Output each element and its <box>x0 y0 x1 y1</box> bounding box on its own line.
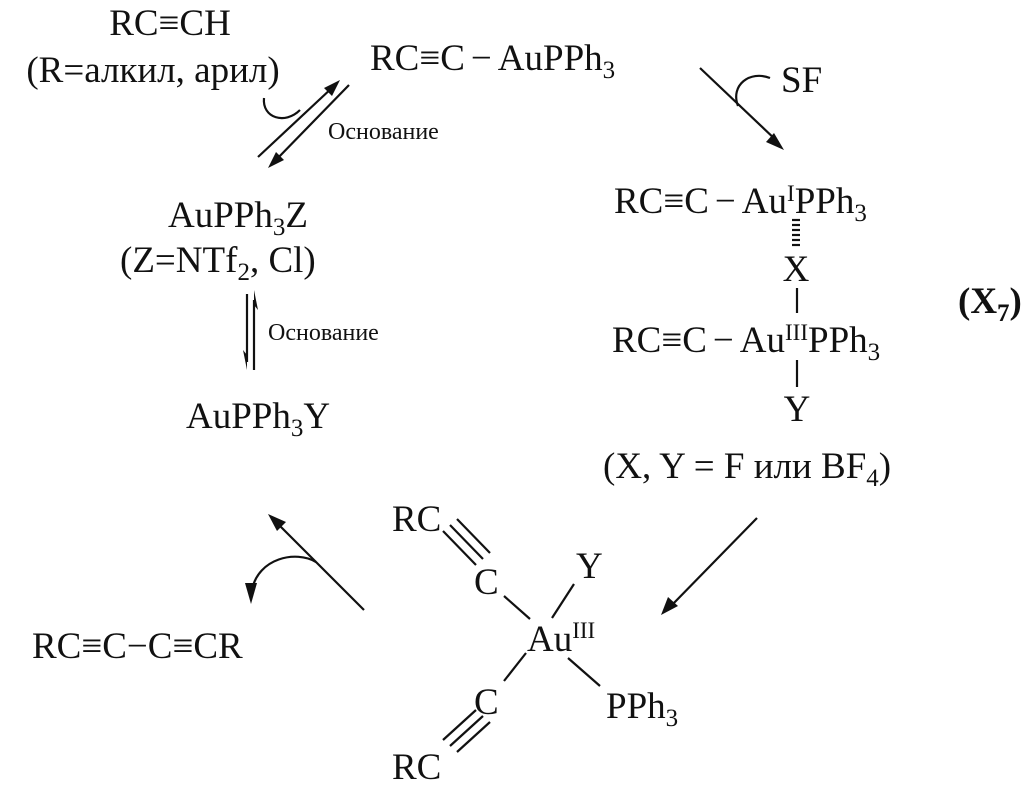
bond-au-c-bottom <box>503 652 527 682</box>
dimer-bottom-ox: III <box>785 320 808 345</box>
dimer-top-metal: Au <box>742 181 787 222</box>
catalyst-y-formula: AuPPh3Y <box>186 396 330 442</box>
bis-ligand-sub: 3 <box>666 705 679 732</box>
dimer-bridge: X <box>783 249 810 290</box>
catalyst-y-suffix: Y <box>303 396 330 437</box>
dimer-bottom-left: RC≡C <box>612 320 707 361</box>
forward-arrowhead <box>324 80 340 96</box>
bis-acetylide-species: RC C Y AuIII C RC PPh3 <box>392 499 678 788</box>
oxidation-arrow-line <box>699 67 779 143</box>
dimer-bottom-metal: Au <box>740 320 785 361</box>
bis-ligand: PPh3 <box>606 686 678 732</box>
dimer-top-formula: RC≡C−AuIPPh3 <box>614 181 867 227</box>
gold-acetylide-bond: − <box>471 38 492 79</box>
up-arrowhead <box>254 290 258 310</box>
alkyne-entry-curve <box>262 97 301 120</box>
elimination-arrowhead <box>268 514 286 531</box>
transfer-arrowhead <box>661 597 678 615</box>
catalyst-metal: AuPPh <box>168 195 273 236</box>
dimer-top-bond: − <box>715 181 736 222</box>
oxidation-arrow: SF <box>699 60 822 150</box>
gold-acetylide-species: RC≡C−AuPPh3 <box>370 38 615 84</box>
down-arrowhead <box>243 350 247 370</box>
dimer-bottom-sub: 3 <box>868 339 881 366</box>
bis-rc-top: RC <box>392 499 441 540</box>
dimer-bottom-formula: RC≡C−AuIIIPPh3 <box>612 320 880 366</box>
alkyne-formula: RC≡CH <box>109 3 231 44</box>
gold-acetylide-formula: RC≡C−AuPPh3 <box>370 38 615 84</box>
forward-arrow-line <box>257 85 335 158</box>
compound-label-a: (X <box>958 281 997 322</box>
dimer-top-ox: I <box>787 181 795 206</box>
dimer-note-b: ) <box>879 446 891 487</box>
bond-y-au <box>551 583 575 619</box>
dimer-dashed-bond <box>792 218 800 247</box>
catalyst-note-b: , Cl) <box>250 240 316 281</box>
bis-y: Y <box>576 546 603 587</box>
catalyst-y-species: AuPPh3Y <box>186 396 330 442</box>
compound-label-sub: 7 <box>997 300 1010 327</box>
bis-metal: AuIII <box>527 618 595 660</box>
oxidant-entry-curve <box>735 74 771 107</box>
dimer-top-left: RC≡C <box>614 181 709 222</box>
bond-au-pph3 <box>567 657 601 687</box>
bis-metal-ox: III <box>572 618 595 643</box>
base-label-1: Основание <box>328 119 439 145</box>
dimer-species: RC≡C−AuIPPh3 X RC≡C−AuIIIPPh3 Y (X7) (X,… <box>603 181 1022 492</box>
catalyst-sub: 3 <box>273 214 286 241</box>
top-triple-bond <box>442 518 491 566</box>
product-release-arrowhead <box>245 583 257 604</box>
bis-rc-bottom: RC <box>392 747 441 788</box>
bis-ligand-symbol: PPh <box>606 686 666 727</box>
elimination-arrow-line <box>275 521 365 611</box>
catalyst-species: AuPPh3Z (Z=NTf2, Cl) <box>120 195 316 286</box>
bis-c-bottom: C <box>474 682 499 723</box>
bond-c-top-au <box>503 595 531 620</box>
catalyst-note-a: (Z=NTf <box>120 240 238 281</box>
gold-acetylide-left: RC≡C <box>370 38 465 79</box>
dimer-note-sub: 4 <box>866 465 879 492</box>
transfer-arrow <box>661 517 758 615</box>
catalyst-y-sub: 3 <box>291 415 304 442</box>
base-label-2: Основание <box>268 320 379 346</box>
gold-acetylide-metal: AuPPh <box>498 38 603 79</box>
gold-acetylide-sub: 3 <box>603 57 616 84</box>
elimination-arrow <box>245 514 365 611</box>
product-formula: RC≡C−C≡CR <box>32 626 243 667</box>
reverse-arrow-line <box>273 84 350 163</box>
alkyne-species: RC≡CH (R=алкил, арил) <box>26 3 279 91</box>
bottom-triple-bond <box>442 709 491 753</box>
dimer-top-ligand: PPh <box>795 181 855 222</box>
reverse-arrowhead <box>268 152 284 168</box>
dimer-y: Y <box>784 389 811 430</box>
bis-metal-symbol: Au <box>527 619 572 660</box>
dimer-top-sub: 3 <box>854 200 867 227</box>
catalyst-y-metal: AuPPh <box>186 396 291 437</box>
compound-label: (X7) <box>958 281 1022 327</box>
dimer-bottom-bond: − <box>713 320 734 361</box>
bis-c-top: C <box>474 562 499 603</box>
catalyst-note-sub: 2 <box>237 259 250 286</box>
dimer-note: (X, Y = F или BF4) <box>603 446 891 492</box>
compound-label-b: ) <box>1010 281 1022 322</box>
catalyst-formula: AuPPh3Z <box>168 195 308 241</box>
equilibrium-arrows-2: Основание <box>243 290 379 370</box>
oxidant-label: SF <box>781 60 822 101</box>
dimer-bottom-ligand: PPh <box>808 320 868 361</box>
catalyst-suffix: Z <box>285 195 308 236</box>
product-species: RC≡C−C≡CR <box>32 626 243 667</box>
alkyne-note: (R=алкил, арил) <box>26 50 279 91</box>
catalyst-note: (Z=NTf2, Cl) <box>120 240 316 286</box>
equilibrium-arrows-1: Основание <box>257 80 439 168</box>
oxidation-arrowhead <box>766 133 784 150</box>
product-release-curve <box>250 555 317 591</box>
dimer-note-a: (X, Y = F или BF <box>603 446 866 487</box>
transfer-arrow-line <box>669 517 758 608</box>
